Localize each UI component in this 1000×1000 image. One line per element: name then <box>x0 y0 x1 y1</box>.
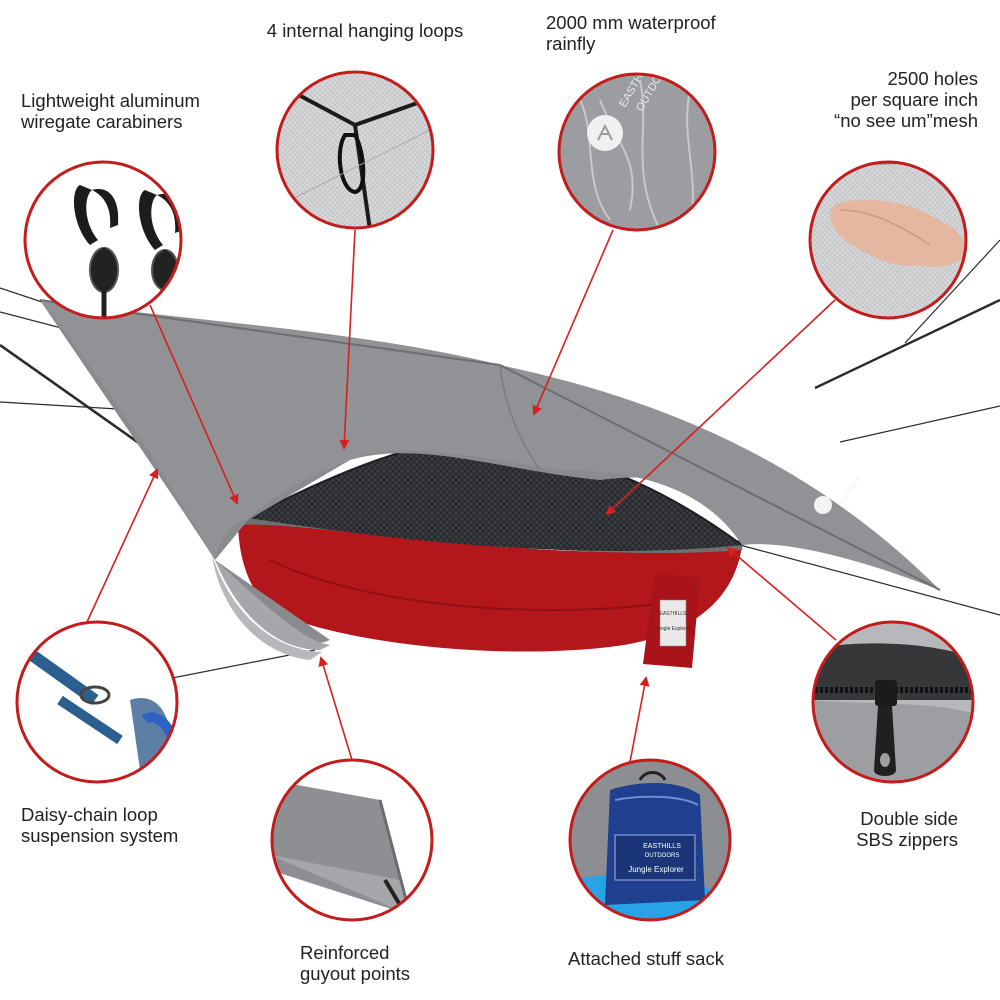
label-mesh-line-1: 2500 holes <box>887 68 978 89</box>
label-mesh-line-3: “no see um”mesh <box>834 110 978 131</box>
sack-brand: EASTHILLS <box>643 843 681 850</box>
label-hanging-loops-line-1: 4 internal hanging loops <box>266 20 464 41</box>
label-mesh: 2500 holes per square inch “no see um”me… <box>834 68 978 131</box>
callout-circle-carabiners <box>23 160 183 320</box>
label-daisy-chain-line-1: Daisy-chain loop <box>21 804 158 825</box>
label-guyout-line-1: Reinforced <box>300 942 390 963</box>
label-zippers: Double side SBS zippers <box>856 808 958 850</box>
label-rainfly-line-2: rainfly <box>546 33 596 54</box>
label-mesh-line-2: per square inch <box>850 89 978 110</box>
callout-circle-hanging-loops <box>275 70 435 230</box>
stuff-sack: EASTHILLS Jungle Explorer <box>643 572 700 668</box>
sack-tag-brand: EASTHILLS <box>660 611 688 617</box>
label-carabiners: Lightweight aluminum wiregate carabiners <box>21 90 200 132</box>
label-carabiners-line-1: Lightweight aluminum <box>21 90 200 111</box>
callout-circle-mesh <box>808 160 968 320</box>
label-carabiners-line-2: wiregate carabiners <box>21 111 183 132</box>
callout-circle-daisy-chain <box>15 620 179 784</box>
sack-brand-sub: OUTDOORS <box>645 853 680 859</box>
guy-lines <box>0 239 1000 701</box>
pointer-arrows <box>86 229 837 763</box>
label-rainfly-line-1: 2000 mm waterproof <box>546 12 716 33</box>
label-guyout: Reinforced guyout points <box>300 942 410 984</box>
label-rainfly: 2000 mm waterproof rainfly <box>546 12 716 54</box>
callout-circle-rainfly: EASTHILLS OUTDOORS <box>557 72 717 232</box>
callout-circle-stuff-sack: EASTHILLS OUTDOORS Jungle Explorer <box>568 758 732 922</box>
sack-tag-product: Jungle Explorer <box>656 626 691 632</box>
label-zippers-line-2: SBS zippers <box>856 829 958 850</box>
tarp-logo-text: EASTHILLS <box>839 476 862 506</box>
callout-circle-guyout <box>270 758 434 922</box>
callout-circle-zippers <box>811 620 975 784</box>
label-hanging-loops: 4 internal hanging loops <box>250 20 480 41</box>
label-stuff-sack: Attached stuff sack <box>568 948 724 969</box>
label-stuff-sack-line-1: Attached stuff sack <box>568 948 724 969</box>
sack-product: Jungle Explorer <box>628 865 684 874</box>
label-daisy-chain: Daisy-chain loop suspension system <box>21 804 178 846</box>
label-daisy-chain-line-2: suspension system <box>21 825 179 846</box>
label-zippers-line-1: Double side <box>860 808 958 829</box>
label-guyout-line-2: guyout points <box>300 963 411 984</box>
